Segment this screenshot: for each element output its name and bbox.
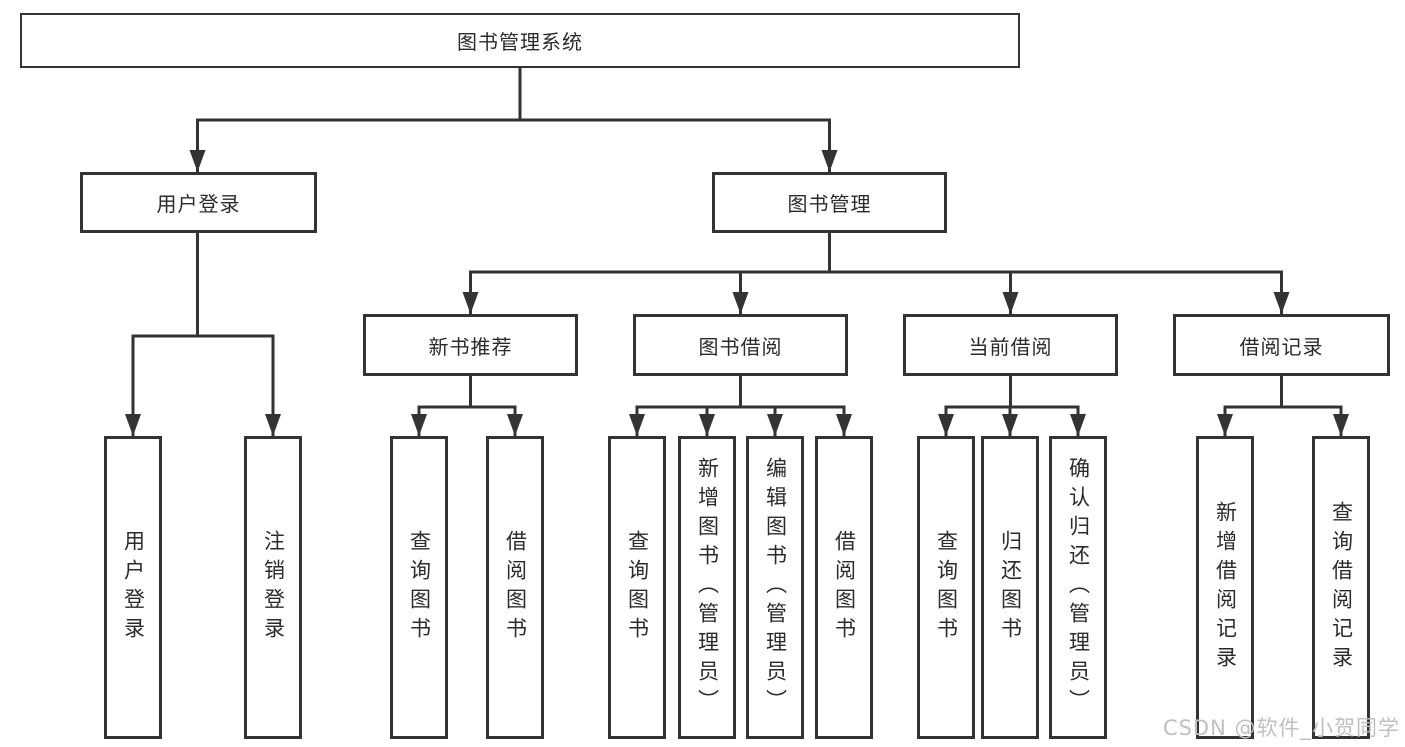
node-current-borrow: 当前借阅 — [903, 314, 1118, 376]
leaf-records-add-record: 新增借阅记录 — [1196, 436, 1254, 739]
leaf-current-return-books: 归还图书 — [981, 436, 1039, 739]
leaf-borrow-edit-books-admin-label: 编辑图书（管理员） — [763, 457, 788, 718]
node-root-system-label: 图书管理系统 — [457, 30, 583, 54]
connector-book-borrow-to-leaves — [629, 376, 852, 436]
connector-book-management-to-level3 — [462, 232, 1290, 314]
leaf-user-login-label: 用户登录 — [121, 529, 146, 646]
leaf-newbook-borrow-books-label: 借阅图书 — [503, 529, 528, 646]
node-borrow-records: 借阅记录 — [1173, 314, 1390, 376]
leaf-user-login: 用户登录 — [104, 436, 162, 739]
leaf-newbook-query-books-label: 查询图书 — [407, 529, 432, 646]
node-root-system: 图书管理系统 — [20, 13, 1020, 68]
leaf-borrow-borrow-books: 借阅图书 — [815, 436, 873, 739]
leaf-borrow-query-books: 查询图书 — [608, 436, 666, 739]
leaf-records-query-record: 查询借阅记录 — [1312, 436, 1370, 739]
leaf-newbook-borrow-books: 借阅图书 — [486, 436, 544, 739]
leaf-borrow-add-books-admin-label: 新增图书（管理员） — [695, 457, 720, 718]
leaf-current-return-books-label: 归还图书 — [998, 529, 1023, 646]
node-borrow-records-label: 借阅记录 — [1239, 334, 1324, 359]
csdn-watermark: CSDN @软件_小贺同学 — [1162, 716, 1400, 740]
node-current-borrow-label: 当前借阅 — [968, 334, 1053, 359]
leaf-borrow-borrow-books-label: 借阅图书 — [832, 529, 857, 646]
leaf-records-add-record-label: 新增借阅记录 — [1213, 500, 1238, 675]
node-book-management: 图书管理 — [712, 172, 947, 233]
leaf-newbook-query-books: 查询图书 — [390, 436, 448, 739]
leaf-logout: 注销登录 — [244, 436, 302, 739]
leaf-records-query-record-label: 查询借阅记录 — [1329, 500, 1354, 675]
leaf-borrow-query-books-label: 查询图书 — [625, 529, 650, 646]
connector-root-to-level2 — [189, 68, 838, 172]
node-book-management-label: 图书管理 — [787, 192, 872, 216]
node-user-login: 用户登录 — [80, 172, 317, 233]
leaf-current-confirm-return-admin: 确认归还（管理员） — [1049, 436, 1107, 739]
connector-new-book-recommend-to-leaves — [411, 376, 523, 436]
leaf-current-confirm-return-admin-label: 确认归还（管理员） — [1066, 457, 1091, 718]
node-new-book-recommend: 新书推荐 — [363, 314, 578, 376]
node-new-book-recommend-label: 新书推荐 — [428, 334, 513, 359]
connector-borrow-records-to-leaves — [1217, 376, 1349, 436]
connector-user-login-to-leaves — [125, 232, 281, 436]
leaf-current-query-books-label: 查询图书 — [934, 529, 959, 646]
node-book-borrow-label: 图书借阅 — [698, 334, 783, 359]
leaf-borrow-edit-books-admin: 编辑图书（管理员） — [746, 436, 804, 739]
leaf-borrow-add-books-admin: 新增图书（管理员） — [678, 436, 736, 739]
leaf-logout-label: 注销登录 — [261, 529, 286, 646]
node-user-login-label: 用户登录 — [156, 192, 241, 216]
connector-current-borrow-to-leaves — [938, 376, 1086, 436]
node-book-borrow: 图书借阅 — [633, 314, 848, 376]
leaf-current-query-books: 查询图书 — [917, 436, 975, 739]
